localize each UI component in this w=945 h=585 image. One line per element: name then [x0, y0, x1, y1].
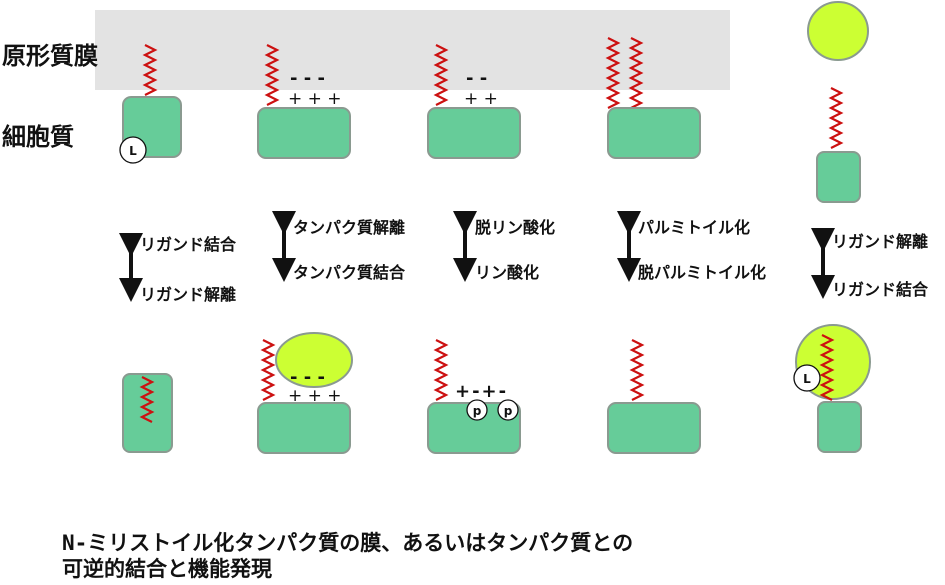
state-bottom-2: - - - + + +: [257, 332, 353, 454]
myristoyl-chain: [819, 334, 835, 401]
phosphate-label: p: [473, 404, 482, 418]
myristoyl-chain: [142, 44, 158, 96]
cytoplasm-label: 細胞質: [2, 123, 74, 151]
ligand-label: L: [803, 372, 811, 386]
membrane-label: 原形質膜: [2, 42, 98, 70]
negative-charges: - -: [466, 68, 487, 89]
binding-protein: [275, 332, 353, 388]
transition-up-label: リガンド解離: [832, 232, 928, 251]
phosphate-marker: [466, 399, 488, 421]
protein: [257, 402, 351, 454]
protein: [607, 107, 701, 159]
protein: [817, 401, 862, 453]
transition-up-label: パルミトイル化: [638, 218, 750, 237]
protein: [257, 107, 351, 159]
transition-down-label: リガンド解離: [140, 285, 236, 304]
positive-charges: + + +: [288, 89, 342, 109]
transition-up-label: 脱リン酸化: [475, 218, 555, 237]
mixed-charges: +-+-: [455, 381, 508, 402]
state-top-5: [807, 1, 869, 203]
plasma-membrane-band: [95, 10, 730, 90]
transition-down-label: リガンド結合: [832, 280, 929, 299]
myristoyl-chain: [433, 44, 449, 106]
myristoyl-chain: [628, 37, 644, 109]
transition-down-label: リン酸化: [475, 263, 539, 282]
transition-up-label: リガンド結合: [140, 235, 237, 254]
state-top-1: L: [119, 44, 182, 164]
state-bottom-4: [607, 339, 701, 454]
myristoyl-chain: [433, 339, 449, 401]
myristoyl-chain: [264, 44, 280, 106]
state-top-2: - - - + + +: [257, 44, 351, 159]
transition-down-label: 脱パルミトイル化: [638, 263, 766, 282]
state-top-3: - - + +: [427, 44, 521, 159]
phosphate-label: p: [504, 404, 513, 418]
state-bottom-5: L: [793, 324, 871, 453]
caption-line-2: 可逆的結合と機能発現: [62, 557, 272, 581]
myristoyl-chain: [629, 339, 645, 401]
ligand-marker: [119, 136, 147, 164]
state-bottom-3: +-+- p p: [427, 339, 521, 454]
caption-line-1: N-ミリストイル化タンパク質の膜、あるいはタンパク質との: [62, 531, 633, 555]
ligand: [807, 1, 869, 61]
myristoyl-chain-buried: [139, 376, 155, 423]
positive-charges: + + +: [288, 386, 342, 406]
state-bottom-1: [122, 373, 173, 453]
negative-charges: - - -: [290, 68, 325, 89]
protein: [427, 107, 521, 159]
ligand-marker: [793, 364, 821, 392]
myristoyl-chain: [828, 87, 844, 149]
negative-charges: - - -: [290, 367, 325, 388]
protein: [122, 373, 173, 453]
transition-down-label: タンパク質結合: [293, 263, 406, 282]
transition-up-label: タンパク質解離: [293, 218, 405, 237]
protein: [816, 151, 861, 203]
positive-charges: + +: [464, 89, 498, 109]
protein: [607, 402, 701, 454]
ligand-label: L: [129, 144, 137, 158]
palmitoyl-chain: [605, 37, 621, 109]
phosphate-marker: [497, 399, 519, 421]
myristoyl-chain: [260, 339, 276, 401]
state-top-4: [605, 37, 701, 159]
